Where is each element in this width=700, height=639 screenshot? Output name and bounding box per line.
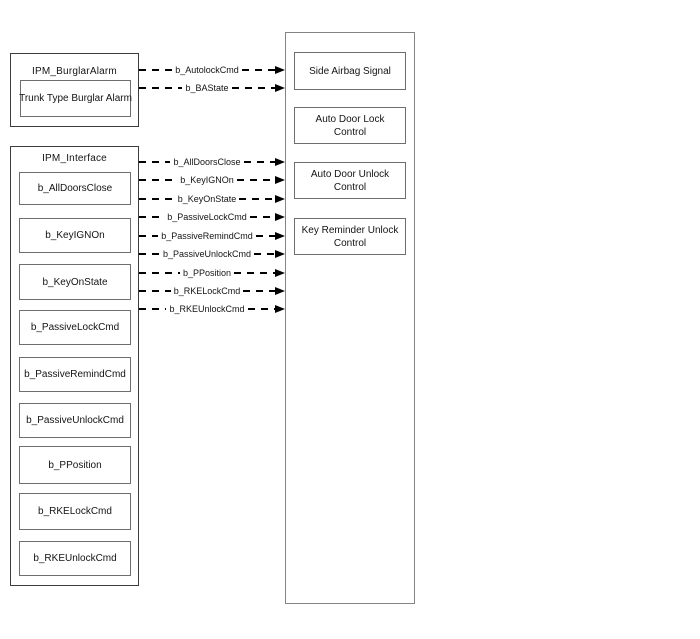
dashed-line <box>239 198 276 200</box>
port-b-keyignon: b_KeyIGNOn <box>19 218 131 253</box>
signal-label: b_RKELockCmd <box>173 286 241 296</box>
signal-connector-b-pposition: b_PPosition <box>139 267 286 279</box>
arrowhead-icon <box>275 176 285 184</box>
signal-label: b_PassiveUnlockCmd <box>162 249 252 259</box>
signal-connector-b-alldoorsclose: b_AllDoorsClose <box>139 156 285 168</box>
signal-label: b_RKEUnlockCmd <box>169 304 245 314</box>
dashed-line <box>249 216 276 218</box>
port-b-passiveunlockcmd: b_PassiveUnlockCmd <box>19 403 131 438</box>
signal-connector-b-rkeunlockcmd: b_RKEUnlockCmd <box>139 303 285 315</box>
signal-connector-b-passiveremindcmd: b_PassiveRemindCmd <box>139 230 286 242</box>
target-block-side-airbag-signal: Side Airbag Signal <box>294 52 406 90</box>
port-b-pposition: b_PPosition <box>19 446 131 484</box>
signal-label: b_PassiveLockCmd <box>167 212 247 222</box>
signal-label: b_PPosition <box>182 268 232 278</box>
dashed-line <box>243 161 275 163</box>
dashed-line <box>236 179 275 181</box>
dashed-line <box>243 290 275 292</box>
dashed-line <box>139 290 171 292</box>
arrowhead-icon <box>275 232 286 240</box>
dashed-line <box>241 69 276 71</box>
block-ipm-burglaralarm: IPM_BurglarAlarm Trunk Type Burglar Alar… <box>10 53 139 127</box>
dashed-line <box>139 179 178 181</box>
port-b-rkeunlockcmd: b_RKEUnlockCmd <box>19 541 131 576</box>
signal-label: b_AutolockCmd <box>175 65 239 75</box>
target-block-auto-door-lock-control: Auto Door Lock Control <box>294 107 406 144</box>
signal-connector-b-passivelockcmd: b_PassiveLockCmd <box>139 211 286 223</box>
port-trunk-type-burglar-alarm: Trunk Type Burglar Alarm <box>19 80 132 117</box>
arrowhead-icon <box>275 195 286 203</box>
block-title: IPM_BurglarAlarm <box>32 66 117 77</box>
signal-label: b_KeyIGNOn <box>180 175 234 185</box>
signal-label: b_KeyOnState <box>177 194 237 204</box>
dashed-line <box>139 69 173 71</box>
dashed-line <box>247 308 275 310</box>
port-b-passivelockcmd: b_PassiveLockCmd <box>19 310 131 345</box>
signal-connector-b-rkelockcmd: b_RKELockCmd <box>139 285 285 297</box>
dashed-line <box>139 272 180 274</box>
dashed-line <box>231 87 275 89</box>
arrowhead-icon <box>275 158 285 166</box>
dashed-line <box>139 216 165 218</box>
arrowhead-icon <box>275 66 286 74</box>
dashed-line <box>139 198 175 200</box>
dashed-line <box>139 87 183 89</box>
arrowhead-icon <box>275 305 285 313</box>
dashed-line <box>139 235 159 237</box>
target-block-key-reminder-unlock-control: Key Reminder Unlock Control <box>294 218 406 255</box>
port-b-rkelockcmd: b_RKELockCmd <box>19 493 131 530</box>
signal-connector-b-keyonstate: b_KeyOnState <box>139 193 286 205</box>
arrowhead-icon <box>275 84 285 92</box>
signal-connector-b-passiveunlockcmd: b_PassiveUnlockCmd <box>139 248 286 260</box>
dashed-line <box>139 253 160 255</box>
signal-label: b_AllDoorsClose <box>173 157 241 167</box>
arrowhead-icon <box>275 269 286 277</box>
block-ipm-interface: IPM_Interface b_AllDoorsClose b_KeyIGNOn… <box>10 146 139 586</box>
dashed-line <box>234 272 276 274</box>
arrowhead-icon <box>275 250 286 258</box>
block-title: IPM_Interface <box>42 153 107 164</box>
port-b-passiveremindcmd: b_PassiveRemindCmd <box>19 357 131 392</box>
dashed-line <box>139 308 167 310</box>
arrowhead-icon <box>275 213 286 221</box>
signal-label: b_BAState <box>185 83 229 93</box>
dashed-line <box>255 235 276 237</box>
signal-connector-b-keyignon: b_KeyIGNOn <box>139 174 285 186</box>
target-container: Side Airbag Signal Auto Door Lock Contro… <box>285 32 415 604</box>
dashed-line <box>254 253 276 255</box>
signal-label: b_PassiveRemindCmd <box>161 231 253 241</box>
signal-connector-b-autolockcmd: b_AutolockCmd <box>139 64 286 76</box>
port-b-keyonstate: b_KeyOnState <box>19 264 131 300</box>
dashed-line <box>139 161 171 163</box>
target-block-auto-door-unlock-control: Auto Door Unlock Control <box>294 162 406 199</box>
signal-connector-b-bastate: b_BAState <box>139 82 285 94</box>
port-b-alldoorsclose: b_AllDoorsClose <box>19 172 131 205</box>
arrowhead-icon <box>275 287 285 295</box>
